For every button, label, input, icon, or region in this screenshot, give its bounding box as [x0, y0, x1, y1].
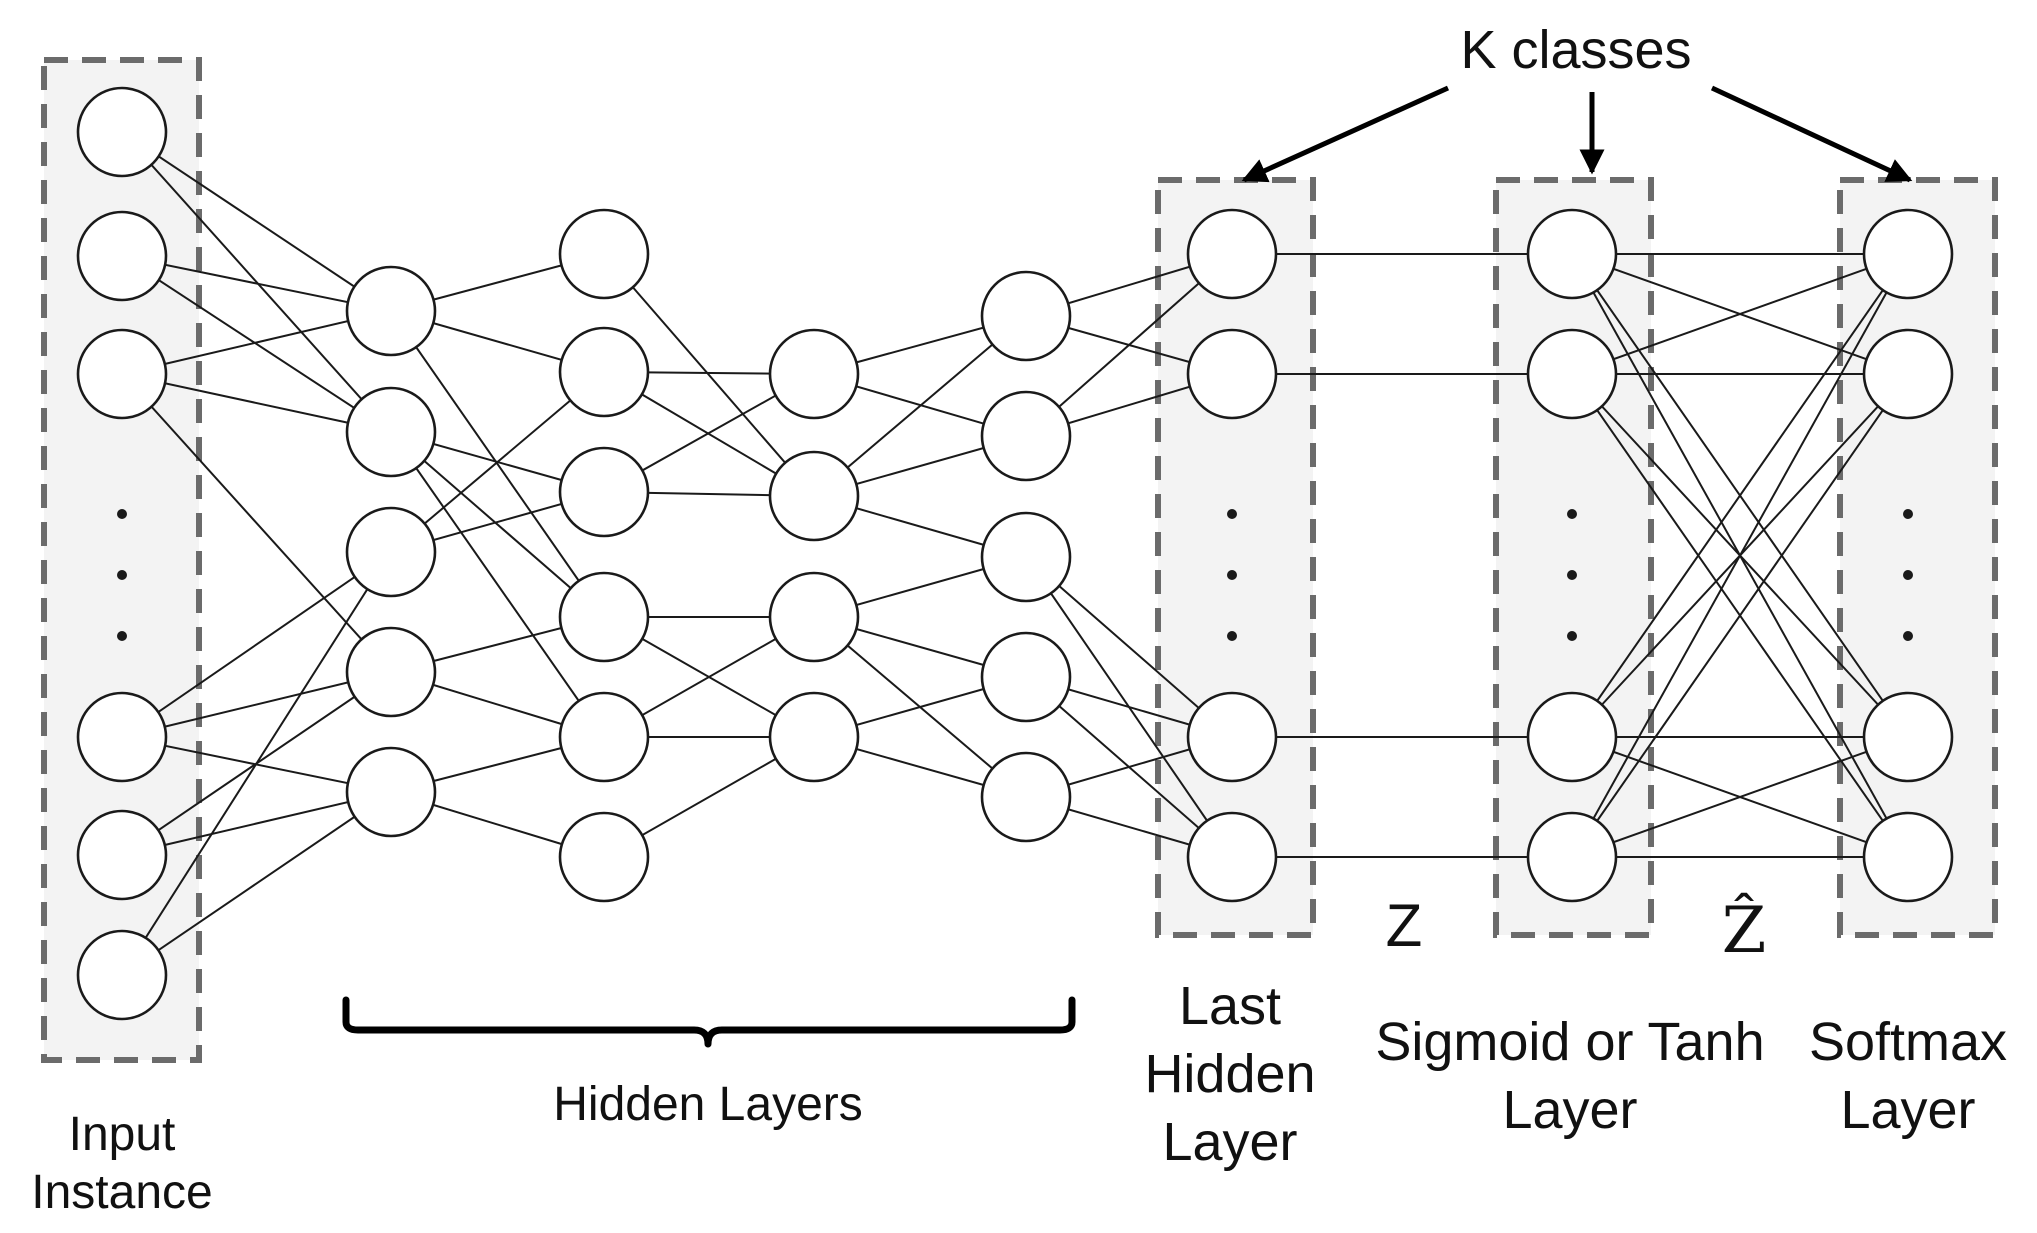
neuron-sig: [1526, 328, 1618, 420]
edge-sig-soft: [1571, 373, 1909, 858]
neuron-soft: [1862, 691, 1954, 783]
ellipsis-dot: [1567, 509, 1577, 519]
neuron-last: [1186, 208, 1278, 300]
neuron-h1: [345, 265, 437, 357]
input-layer-box: [41, 57, 202, 1063]
edge-sig-soft: [1571, 253, 1909, 375]
softmax-layer-label-line2: Layer: [1840, 1080, 1975, 1140]
ellipsis-dot: [1227, 570, 1237, 580]
neuron-h4: [980, 631, 1072, 723]
edge-h1-h2: [390, 431, 605, 738]
last-hidden-layer-box: [1155, 177, 1316, 938]
neuron-soft: [1862, 811, 1954, 903]
neuron-h2: [558, 811, 650, 903]
neuron-h3: [768, 691, 860, 783]
neuron-last: [1186, 691, 1278, 783]
softmax-layer-box: [1837, 177, 1998, 938]
edge-h1-h2: [390, 431, 605, 618]
ellipsis-dot: [1903, 570, 1913, 580]
edge-h4-last: [1025, 253, 1233, 437]
ellipsis-dot: [1227, 631, 1237, 641]
input-instance-label-line2: Instance: [31, 1166, 212, 1219]
edge-inp-h1: [121, 791, 392, 856]
edge-inp-h1: [121, 671, 392, 738]
edge-inp-h1: [121, 255, 392, 312]
edge-sig-soft: [1571, 253, 1909, 738]
neuron-last: [1186, 811, 1278, 903]
edge-sig-soft: [1571, 736, 1909, 858]
edge-inp-h1: [121, 373, 392, 433]
ellipsis-dot: [117, 570, 127, 580]
neuron-h1: [345, 746, 437, 838]
edge-inp-h1: [121, 551, 392, 976]
neuron-h1: [345, 626, 437, 718]
z-hat-label: Ẑ: [1722, 893, 1766, 968]
sigmoid-layer-label-line1: Sigmoid or Tanh: [1375, 1012, 1764, 1072]
neuron-sig: [1526, 208, 1618, 300]
ellipsis-dots: [117, 509, 1913, 641]
arrow-to-softmax: [1710, 85, 1913, 183]
neuron-h1: [345, 386, 437, 478]
last-hidden-layer-label-line1: Last: [1179, 976, 1281, 1036]
neuron-soft: [1862, 328, 1954, 420]
neuron-inp: [76, 929, 168, 1021]
edge-sig-soft: [1571, 253, 1909, 858]
neuron-sig: [1526, 691, 1618, 783]
neuron-inp: [76, 809, 168, 901]
hidden-layers-label: Hidden Layers: [553, 1078, 863, 1131]
neuron-h2: [558, 571, 650, 663]
ellipsis-dot: [1567, 570, 1577, 580]
z-label: Z: [1386, 892, 1423, 959]
neuron-soft: [1862, 208, 1954, 300]
k-classes-label: K classes: [1460, 20, 1691, 80]
neuron-h3: [768, 571, 860, 663]
ellipsis-dot: [117, 631, 127, 641]
neuron-inp: [76, 328, 168, 420]
neuron-h4: [980, 511, 1072, 603]
neuron-inp: [76, 86, 168, 178]
neuron-h4: [980, 390, 1072, 482]
neuron-h3: [768, 450, 860, 542]
neuron-h2: [558, 326, 650, 418]
edge-inp-h1: [121, 791, 392, 976]
hidden-layers-brace: [342, 996, 1076, 1048]
ellipsis-dot: [117, 509, 127, 519]
edge-h2-h3: [603, 253, 815, 497]
input-instance-label-line1: Input: [69, 1108, 176, 1161]
neuron-h1: [345, 506, 437, 598]
ellipsis-dot: [1227, 509, 1237, 519]
neuron-h4: [980, 270, 1072, 362]
arrow-to-last-hidden: [1241, 85, 1450, 183]
edge-inp-h1: [121, 310, 392, 375]
edge-h3-h4: [813, 315, 1027, 497]
neuron-last: [1186, 328, 1278, 420]
neuron-h2: [558, 691, 650, 783]
ellipsis-dot: [1903, 509, 1913, 519]
edge-inp-h1: [121, 551, 392, 738]
last-hidden-layer-label-line2: Hidden: [1144, 1044, 1315, 1104]
edge-h4-last: [1025, 556, 1233, 738]
edge-inp-h1: [121, 131, 392, 312]
ellipsis-dot: [1567, 631, 1577, 641]
edge-h3-h4: [813, 616, 1027, 798]
neuron-inp: [76, 691, 168, 783]
neuron-h2: [558, 446, 650, 538]
sigmoid-layer-label-line2: Layer: [1502, 1080, 1637, 1140]
neuron-h3: [768, 328, 860, 420]
neuron-nodes: [76, 86, 1954, 1021]
sigmoid-layer-box: [1493, 177, 1654, 938]
last-hidden-layer-label-line3: Layer: [1162, 1112, 1297, 1172]
softmax-layer-label-line1: Softmax: [1809, 1012, 2007, 1072]
neuron-h4: [980, 751, 1072, 843]
edge-inp-h1: [121, 131, 392, 433]
neuron-sig: [1526, 811, 1618, 903]
edge-h1-h2: [390, 310, 605, 618]
ellipsis-dot: [1903, 631, 1913, 641]
neuron-h2: [558, 208, 650, 300]
neuron-inp: [76, 210, 168, 302]
edge-inp-h1: [121, 255, 392, 433]
